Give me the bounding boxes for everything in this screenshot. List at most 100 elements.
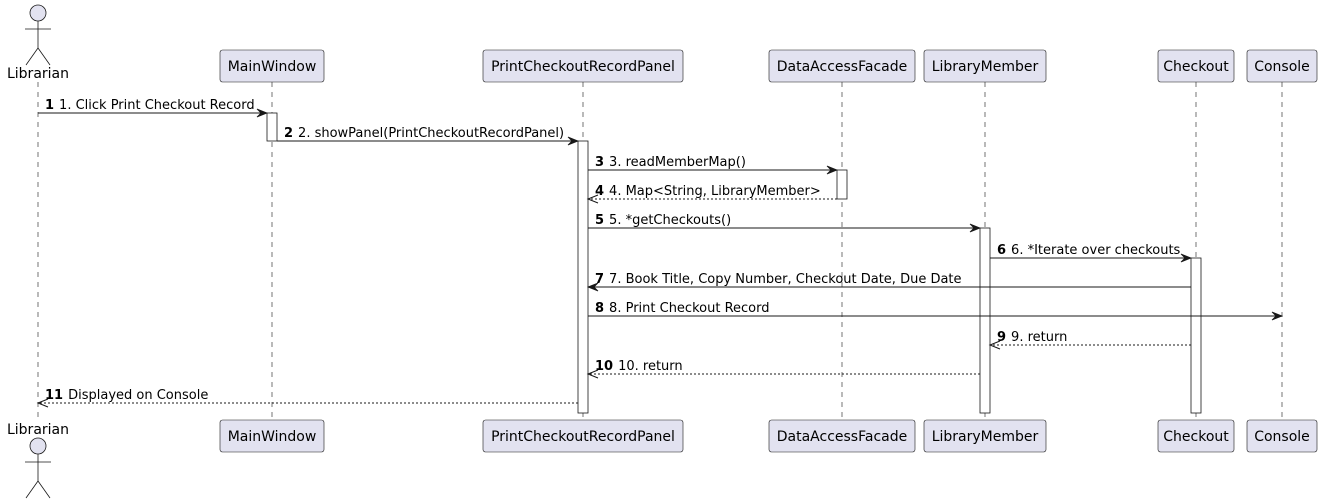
message-text: 7. Book Title, Copy Number, Checkout Dat… bbox=[609, 272, 961, 287]
message-label: 8 8. Print Checkout Record bbox=[595, 301, 769, 316]
participant-label: DataAccessFacade bbox=[777, 429, 907, 445]
message-arrowhead bbox=[567, 136, 580, 146]
participant-box bbox=[923, 419, 1047, 453]
message-arrowhead bbox=[586, 194, 599, 204]
participant-member-top: LibraryMember bbox=[923, 49, 1047, 83]
participant-label: DataAccessFacade bbox=[777, 59, 907, 75]
message-label: 7 7. Book Title, Copy Number, Checkout Da… bbox=[595, 272, 962, 287]
participant-label: PrintCheckoutRecordPanel bbox=[491, 59, 675, 75]
participant-member-bottom: LibraryMember bbox=[923, 419, 1047, 453]
participant-label: Checkout bbox=[1163, 59, 1229, 75]
participant-checkout-top: Checkout bbox=[1157, 49, 1235, 83]
message-label: 2 2. showPanel(PrintCheckoutRecordPanel) bbox=[284, 126, 564, 141]
participant-mainwindow-bottom: MainWindow bbox=[219, 419, 325, 453]
message-arrowhead bbox=[586, 282, 599, 292]
participant-box bbox=[1246, 419, 1318, 453]
message-text: 5. *getCheckouts() bbox=[609, 213, 731, 228]
participant-label: MainWindow bbox=[228, 59, 317, 75]
participants-top: Librarian MainWindow PrintCheckoutRecordPa… bbox=[7, 4, 1318, 83]
message-number: 10 bbox=[595, 359, 613, 374]
message-arrowhead bbox=[36, 398, 49, 408]
activation-member bbox=[979, 227, 991, 414]
message-label: 6 6. *Iterate over checkouts bbox=[997, 243, 1181, 258]
message-3: 3 3. readMemberMap() bbox=[588, 155, 839, 175]
message-label: 11 Displayed on Console bbox=[45, 388, 208, 403]
participant-label: MainWindow bbox=[228, 429, 317, 445]
participant-box bbox=[923, 49, 1047, 83]
participant-box bbox=[1157, 49, 1235, 83]
message-arrowhead bbox=[256, 108, 269, 118]
message-arrowhead bbox=[586, 369, 599, 379]
activation-facade bbox=[836, 169, 848, 200]
message-11: 11 Displayed on Console bbox=[36, 388, 578, 408]
actor-head bbox=[29, 4, 47, 22]
participant-label: Console bbox=[1254, 59, 1310, 75]
activation-panel bbox=[577, 140, 589, 414]
message-number: 3 bbox=[595, 155, 604, 170]
message-number: 2 bbox=[284, 126, 293, 141]
actor-librarian-top: Librarian bbox=[7, 4, 69, 82]
message-text: 1. Click Print Checkout Record bbox=[59, 98, 255, 113]
message-text: 2. showPanel(PrintCheckoutRecordPanel) bbox=[298, 126, 564, 141]
participant-box bbox=[1157, 419, 1235, 453]
activation-checkout bbox=[1190, 257, 1202, 414]
actor-leg-left bbox=[25, 47, 39, 66]
message-number: 4 bbox=[595, 184, 604, 199]
actor-leg-left bbox=[25, 480, 39, 499]
participant-panel-bottom: PrintCheckoutRecordPanel bbox=[482, 419, 684, 453]
participant-box bbox=[482, 419, 684, 453]
participant-box bbox=[1246, 49, 1318, 83]
participant-label: Checkout bbox=[1163, 429, 1229, 445]
message-arrowhead bbox=[1271, 311, 1284, 321]
message-number: 1 bbox=[45, 98, 54, 113]
message-7: 7 7. Book Title, Copy Number, Checkout Da… bbox=[586, 272, 1191, 292]
participant-box bbox=[768, 419, 916, 453]
message-arrowhead bbox=[826, 165, 839, 175]
actor-leg-right bbox=[37, 47, 51, 66]
message-1: 1 1. Click Print Checkout Record bbox=[38, 98, 269, 118]
message-text: 4. Map<String, LibraryMember> bbox=[609, 184, 821, 199]
message-text: 8. Print Checkout Record bbox=[609, 301, 769, 316]
actor-label: Librarian bbox=[7, 422, 69, 438]
message-5: 5 5. *getCheckouts() bbox=[588, 213, 982, 233]
message-text: 3. readMemberMap() bbox=[609, 155, 746, 170]
message-2: 2 2. showPanel(PrintCheckoutRecordPanel) bbox=[277, 126, 580, 146]
messages: 1 1. Click Print Checkout Record 2 2. showP… bbox=[36, 98, 1284, 408]
message-text: 9. return bbox=[1011, 330, 1067, 345]
message-label: 4 4. Map<String, LibraryMember> bbox=[595, 184, 821, 199]
message-number: 5 bbox=[595, 213, 604, 228]
participant-panel-top: PrintCheckoutRecordPanel bbox=[482, 49, 684, 83]
participant-checkout-bottom: Checkout bbox=[1157, 419, 1235, 453]
actor-label: Librarian bbox=[7, 66, 69, 82]
message-4: 4 4. Map<String, LibraryMember> bbox=[586, 184, 837, 204]
actor-head bbox=[29, 437, 47, 455]
message-text: 6. *Iterate over checkouts bbox=[1011, 243, 1181, 258]
participant-box bbox=[482, 49, 684, 83]
activation-bars bbox=[266, 112, 1202, 414]
participant-facade-top: DataAccessFacade bbox=[768, 49, 916, 83]
participant-console-top: Console bbox=[1246, 49, 1318, 83]
message-label: 5 5. *getCheckouts() bbox=[595, 213, 731, 228]
message-label: 10 10. return bbox=[595, 359, 683, 374]
message-number: 8 bbox=[595, 301, 604, 316]
message-number: 9 bbox=[997, 330, 1006, 345]
message-label: 3 3. readMemberMap() bbox=[595, 155, 746, 170]
participant-box bbox=[219, 49, 325, 83]
message-6: 6 6. *Iterate over checkouts bbox=[990, 243, 1193, 263]
participant-label: Console bbox=[1254, 429, 1310, 445]
message-text: Displayed on Console bbox=[68, 388, 208, 403]
message-arrowhead bbox=[988, 340, 1001, 350]
message-number: 6 bbox=[997, 243, 1006, 258]
message-arrowhead bbox=[969, 223, 982, 233]
message-number: 11 bbox=[45, 388, 63, 403]
activation-mainwindow bbox=[266, 112, 278, 142]
message-label: 1 1. Click Print Checkout Record bbox=[45, 98, 255, 113]
message-text: 10. return bbox=[618, 359, 683, 374]
message-10: 10 10. return bbox=[586, 359, 980, 379]
participant-console-bottom: Console bbox=[1246, 419, 1318, 453]
participant-facade-bottom: DataAccessFacade bbox=[768, 419, 916, 453]
message-number: 7 bbox=[595, 272, 604, 287]
participant-box bbox=[219, 419, 325, 453]
message-8: 8 8. Print Checkout Record bbox=[588, 301, 1284, 321]
